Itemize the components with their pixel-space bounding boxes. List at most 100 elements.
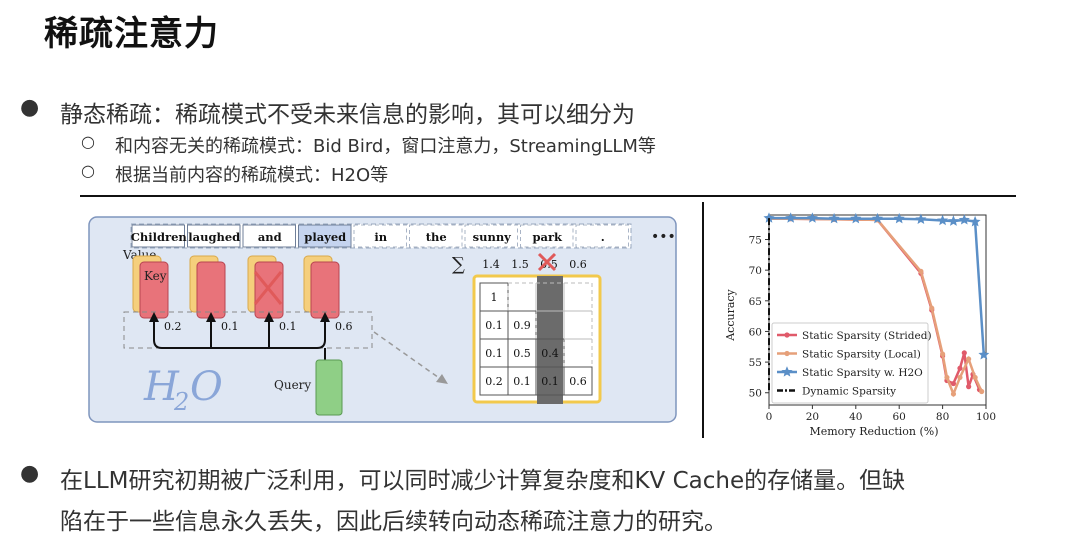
y-tick-label: 50 — [749, 388, 762, 400]
evicted-kv-cross-icon — [253, 271, 283, 305]
token-box — [353, 224, 407, 248]
data-point — [966, 384, 972, 390]
sub-bullet-content-dependent: ○ 根据当前内容的稀疏模式：H2O等 — [81, 161, 389, 187]
zoom-arrow-head — [436, 374, 448, 384]
x-tick-label: 80 — [936, 411, 949, 423]
token-label: laughed — [188, 230, 240, 244]
matrix-value: 0.1 — [541, 375, 559, 388]
data-point-star — [969, 215, 981, 227]
bullet-static-sparsity-text: 静态稀疏：稀疏模式不受未来信息的影响，其可以细分为 — [60, 102, 635, 128]
legend-label: Static Sparsity (Strided) — [802, 330, 932, 342]
token-label: the — [426, 230, 447, 244]
token-label: Children — [131, 230, 188, 244]
h2o-logo-o: O — [190, 364, 223, 410]
token-box — [187, 224, 241, 248]
sub-bullet-content-independent: ○ 和内容无关的稀疏模式：Bid Bird，窗口注意力，StreamingLLM… — [81, 132, 656, 158]
attention-weight-value: 0.2 — [164, 320, 182, 333]
sub-bullet-ring-icon: ○ — [81, 161, 95, 180]
series-static-sparsity-w-h2o — [763, 212, 990, 360]
y-tick-label: 65 — [749, 296, 762, 308]
attention-weight-value: 0.6 — [335, 320, 353, 333]
page-title: 稀疏注意力 — [44, 14, 219, 54]
column-sum-value: 1.4 — [482, 258, 500, 271]
data-point — [966, 356, 972, 362]
data-point — [950, 380, 957, 387]
column-sum-value: 0.6 — [569, 258, 587, 271]
token-box — [409, 224, 463, 248]
data-point — [961, 350, 967, 356]
sub-bullet-content-independent-text: 和内容无关的稀疏模式：Bid Bird，窗口注意力，StreamingLLM等 — [115, 136, 656, 157]
x-axis-label: Memory Reduction (%) — [809, 425, 938, 438]
data-point — [918, 268, 924, 274]
bullet-usage: ● 在LLM研究初期被广泛利用，可以同时减少计算复杂度和KV Cache的存储量… — [20, 461, 1070, 536]
data-point — [944, 374, 950, 381]
bullet-dot-icon: ● — [20, 95, 40, 120]
token-box — [520, 224, 574, 248]
key-vector — [196, 261, 226, 319]
y-tick-label: 70 — [749, 265, 762, 277]
token-box — [298, 224, 352, 248]
token-box — [464, 224, 518, 248]
matrix-value: 0.6 — [569, 375, 587, 388]
arrow-head — [264, 312, 274, 322]
attention-weight-value: 0.1 — [279, 320, 297, 333]
legend-label: Dynamic Sparsity — [802, 386, 896, 398]
token-box — [575, 224, 629, 248]
data-point-star — [915, 213, 927, 224]
y-axis-label: Accuracy — [724, 288, 737, 341]
legend-marker — [784, 350, 790, 357]
data-point-star — [828, 212, 840, 224]
y-tick-label: 55 — [749, 357, 762, 369]
token-box — [131, 224, 185, 248]
attention-weight-value: 0.1 — [221, 320, 239, 333]
legend-box — [771, 322, 929, 404]
data-point-star — [937, 214, 949, 226]
token-label: sunny — [473, 230, 512, 244]
bullet-static-sparsity: ● 静态稀疏：稀疏模式不受未来信息的影响，其可以细分为 — [20, 95, 635, 129]
legend-label: Static Sparsity (Local) — [802, 349, 921, 361]
matrix-cell — [563, 366, 593, 396]
arrow-head — [320, 312, 330, 322]
y-tick-label: 75 — [749, 235, 762, 247]
column-sum-value: 1.5 — [511, 258, 529, 271]
token-label: . — [601, 230, 605, 244]
horizontal-divider — [80, 195, 1016, 197]
matrix-value: 0.9 — [513, 319, 531, 332]
matrix-value: 0.1 — [485, 319, 503, 332]
x-tick-label: 20 — [806, 411, 819, 423]
data-point — [929, 305, 935, 311]
matrix-value: 0.1 — [485, 347, 503, 360]
data-point — [957, 365, 963, 371]
data-point-star — [893, 212, 905, 224]
data-point — [972, 374, 978, 381]
vertical-divider — [702, 202, 704, 438]
matrix-value: 0.2 — [485, 375, 503, 388]
query-connector — [153, 320, 326, 349]
data-point-star — [958, 214, 970, 225]
matrix-value: 0.5 — [513, 347, 531, 360]
data-point — [979, 388, 985, 395]
arrow-head — [149, 312, 159, 322]
x-tick-label: 0 — [766, 411, 773, 423]
token-label: in — [374, 230, 387, 244]
query-label: Query — [274, 378, 311, 392]
data-point — [950, 391, 957, 397]
bullet-dot-icon: ● — [20, 461, 40, 486]
data-point-star — [850, 212, 862, 224]
query-box — [315, 359, 343, 416]
x-tick-label: 40 — [849, 411, 862, 423]
bullet-usage-line-2: 陷在于一些信息永久丢失，因此后续转向动态稀疏注意力的研究。 — [60, 509, 727, 535]
data-point-star — [978, 348, 990, 360]
data-point-star — [806, 212, 818, 223]
chart-legend: Static Sparsity (Strided) Static Sparsity… — [771, 322, 932, 404]
y-tick-label: 60 — [749, 326, 762, 338]
sub-bullet-content-dependent-text: 根据当前内容的稀疏模式：H2O等 — [115, 165, 389, 186]
ellipsis-text: ••• — [651, 229, 676, 245]
matrix-value: 1 — [491, 291, 498, 304]
data-point-star — [947, 215, 959, 226]
key-vector — [310, 261, 340, 319]
arrow-head — [206, 312, 216, 322]
sub-bullet-ring-icon: ○ — [81, 132, 95, 151]
